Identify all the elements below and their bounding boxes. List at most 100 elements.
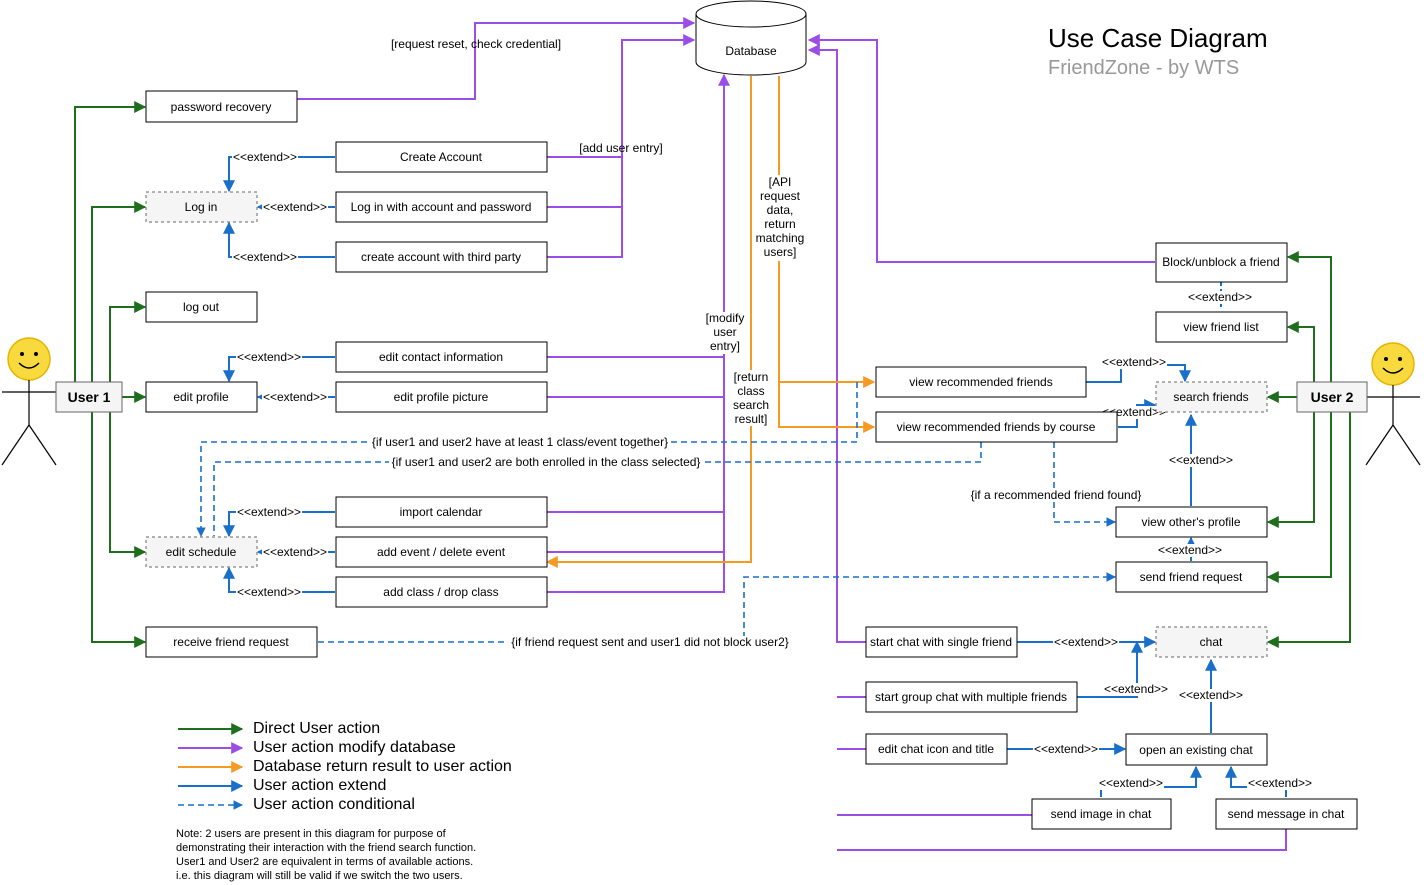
- label-extend: <<extend>>: [1102, 405, 1166, 419]
- node-create-account[interactable]: Create Account: [335, 141, 548, 173]
- node-label: send message in chat: [1228, 807, 1345, 821]
- node-create-account-third[interactable]: create account with third party: [335, 241, 548, 273]
- node-label: edit profile picture: [394, 390, 489, 404]
- label-api-2: request: [760, 189, 801, 203]
- node-label: Create Account: [400, 150, 483, 164]
- edge-message-db: [837, 828, 1287, 851]
- node-edit-chat-icon[interactable]: edit chat icon and title: [865, 733, 1008, 765]
- diagram-title: Use Case Diagram: [1048, 23, 1268, 53]
- edge-db-recommended-course: [778, 382, 876, 433]
- edge-chat-db: [807, 44, 866, 643]
- actor-user2[interactable]: User 2: [1296, 342, 1421, 466]
- label-api-3: data,: [767, 203, 794, 217]
- label-extend: <<extend>>: [237, 505, 301, 519]
- node-view-recommended-course[interactable]: view recommended friends by course: [875, 411, 1118, 443]
- node-log-in-account[interactable]: Log in with account and password: [335, 191, 548, 223]
- node-send-request[interactable]: send friend request: [1115, 561, 1268, 593]
- node-label: search friends: [1173, 390, 1248, 404]
- label-cond-friend-found: {if a recommended friend found}: [971, 488, 1142, 502]
- database-node[interactable]: Database: [695, 0, 807, 76]
- node-add-class[interactable]: add class / drop class: [335, 576, 548, 608]
- node-start-group-chat[interactable]: start group chat with multiple friends: [865, 681, 1078, 713]
- node-open-chat[interactable]: open an existing chat: [1125, 733, 1268, 766]
- label-extend: <<extend>>: [1158, 543, 1222, 557]
- label-extend: <<extend>>: [1248, 776, 1312, 790]
- node-label: open an existing chat: [1139, 743, 1253, 757]
- label-add-user-entry: [add user entry]: [579, 141, 662, 155]
- label-api-1: [API: [769, 175, 792, 189]
- label-modify-2: user: [713, 325, 736, 339]
- edge-third-party-login: [223, 221, 335, 258]
- label-extend: <<extend>>: [1099, 776, 1163, 790]
- node-label: password recovery: [171, 100, 272, 114]
- edge-cond-friend-found: [1053, 442, 1116, 527]
- node-label: edit contact information: [379, 350, 503, 364]
- node-log-out[interactable]: log out: [145, 291, 258, 323]
- node-label: view recommended friends by course: [897, 420, 1096, 434]
- edge-user2-block-friend: [1286, 251, 1332, 382]
- node-edit-contact[interactable]: edit contact information: [335, 341, 548, 373]
- node-label: receive friend request: [173, 635, 289, 649]
- label-api-5: matching: [756, 231, 805, 245]
- node-chat[interactable]: chat: [1155, 626, 1268, 658]
- node-label: edit chat icon and title: [878, 742, 994, 756]
- actor-user1[interactable]: User 1: [1, 337, 123, 466]
- edge-user2-send-request: [1266, 412, 1332, 583]
- note-line-3: User1 and User2 are equivalent in terms …: [176, 856, 473, 868]
- node-label: Block/unblock a friend: [1162, 255, 1279, 269]
- node-log-in[interactable]: Log in: [145, 191, 258, 223]
- node-label: log out: [183, 300, 220, 314]
- node-password-recovery[interactable]: password recovery: [145, 90, 298, 123]
- note: Note: 2 users are present in this diagra…: [176, 828, 476, 882]
- edge-block-db: [807, 34, 1155, 263]
- label-extend: <<extend>>: [263, 390, 327, 404]
- label-extend: <<extend>>: [1102, 355, 1166, 369]
- node-edit-schedule[interactable]: edit schedule: [145, 536, 258, 568]
- node-search-friends[interactable]: search friends: [1155, 381, 1268, 413]
- node-edit-profile[interactable]: edit profile: [145, 381, 258, 413]
- node-receive-request[interactable]: receive friend request: [145, 626, 318, 658]
- node-label: view other's profile: [1142, 515, 1241, 529]
- label-request-reset: [request reset, check credential]: [391, 37, 561, 51]
- label-extend: <<extend>>: [1188, 290, 1252, 304]
- label-modify-1: [modify: [706, 311, 745, 325]
- edge-user2-friend-list: [1286, 321, 1315, 382]
- edge-password-recovery-db: [297, 17, 696, 100]
- legend: Direct User action User action modify da…: [178, 720, 512, 813]
- edge-user1-edit-schedule: [109, 412, 147, 558]
- node-view-profile[interactable]: view other's profile: [1115, 506, 1268, 538]
- edge-third-party-db: [547, 34, 696, 258]
- label-return-2: class: [737, 384, 764, 398]
- user2-label: User 2: [1311, 389, 1354, 405]
- node-add-event[interactable]: add event / delete event: [335, 536, 548, 568]
- database-label: Database: [725, 44, 777, 58]
- node-view-friend-list[interactable]: view friend list: [1155, 311, 1288, 343]
- legend-label-extend: User action extend: [253, 777, 386, 794]
- edge-db-add-event: [545, 76, 752, 568]
- node-block-friend[interactable]: Block/unblock a friend: [1155, 242, 1288, 283]
- node-label: start chat with single friend: [870, 635, 1012, 649]
- label-cond-class-event: {if user1 and user2 have at least 1 clas…: [372, 435, 668, 449]
- node-label: import calendar: [400, 505, 483, 519]
- label-extend: <<extend>>: [233, 150, 297, 164]
- label-extend: <<extend>>: [1179, 688, 1243, 702]
- node-view-recommended[interactable]: view recommended friends: [875, 366, 1087, 398]
- node-label: add class / drop class: [383, 585, 498, 599]
- smiley-face-icon: [7, 337, 51, 381]
- node-label: Log in: [185, 200, 218, 214]
- label-return-4: result]: [735, 412, 768, 426]
- node-send-message[interactable]: send message in chat: [1215, 798, 1358, 830]
- edges: [74, 17, 1351, 851]
- node-label: send friend request: [1140, 570, 1243, 584]
- node-start-single-chat[interactable]: start chat with single friend: [865, 626, 1018, 658]
- legend-label-return: Database return result to user action: [253, 758, 512, 775]
- edge-cond-class-event: [196, 382, 858, 537]
- node-import-calendar[interactable]: import calendar: [335, 496, 548, 528]
- label-modify-3: entry]: [710, 339, 740, 353]
- node-send-image[interactable]: send image in chat: [1031, 798, 1172, 830]
- edge-user2-chat: [1266, 412, 1351, 648]
- edge-labels: [request reset, check credential] [add u…: [232, 37, 1313, 790]
- legend-label-modify: User action modify database: [253, 739, 456, 756]
- node-label: edit schedule: [166, 545, 237, 559]
- node-edit-picture[interactable]: edit profile picture: [335, 381, 548, 413]
